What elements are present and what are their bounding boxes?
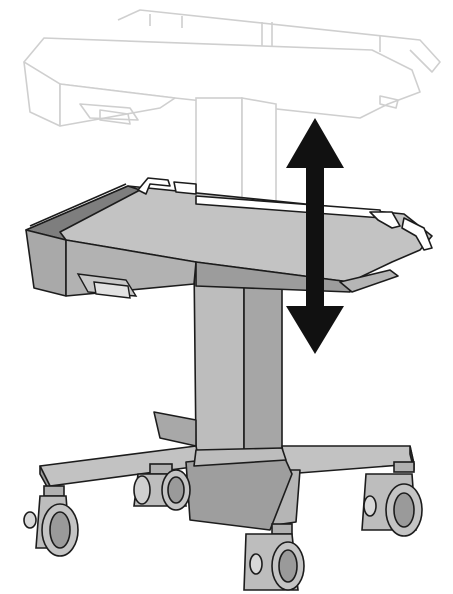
double-arrow-icon xyxy=(286,118,344,354)
caster-wheel-icon xyxy=(133,463,191,511)
caster-wheel-icon xyxy=(361,461,423,537)
side-handle-rail xyxy=(137,177,433,251)
tray-bracket xyxy=(76,273,138,299)
caster-wheel-icon xyxy=(23,485,79,557)
caster-wheel-icon xyxy=(243,523,305,591)
raised-worksurface-ghost xyxy=(23,9,441,127)
cart-base xyxy=(39,411,415,531)
